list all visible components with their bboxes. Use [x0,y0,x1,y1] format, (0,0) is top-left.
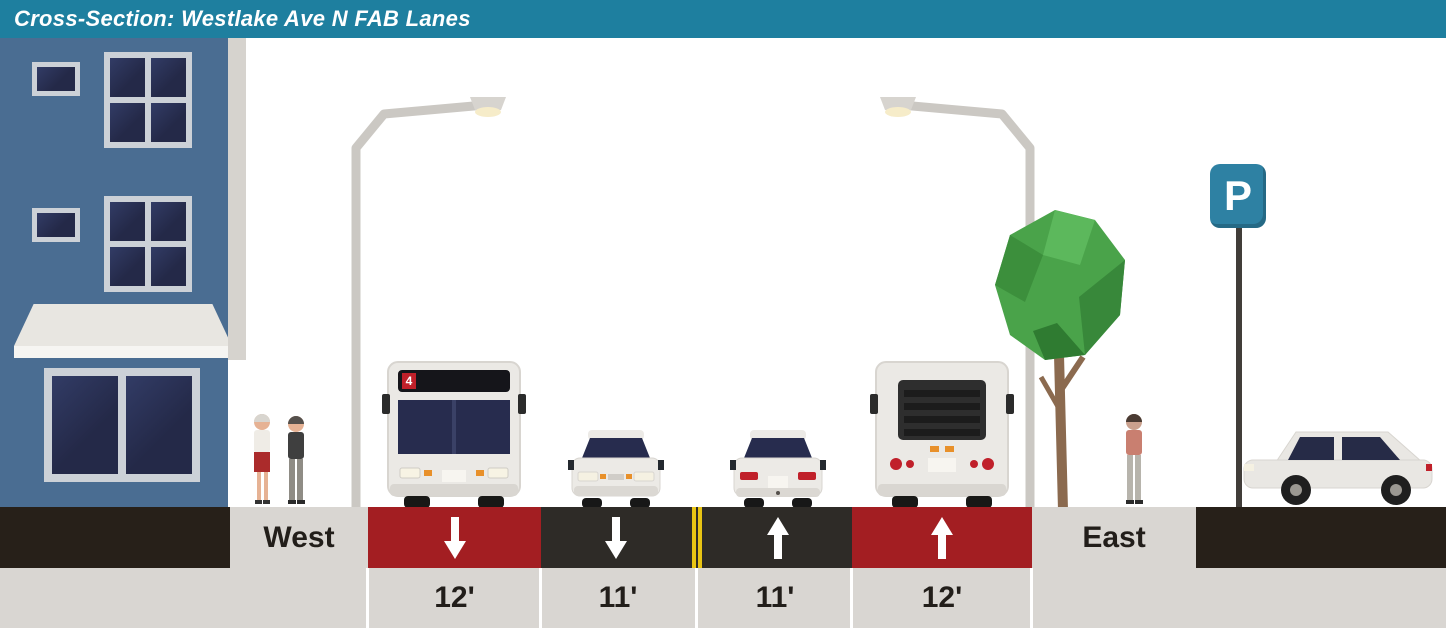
lane-width-label: 12' [434,581,475,614]
measure-divider [850,568,853,628]
bus-lane-northbound [852,507,1032,568]
measure-divider [1030,568,1033,628]
parked-car [1243,431,1433,505]
parked-car-window [1288,437,1334,460]
sidewalk-west: West [230,507,368,568]
measure-divider [539,568,542,628]
up-arrow-icon [931,516,953,559]
ground-left [0,507,230,568]
pedestrian-east [1126,414,1143,504]
building-side-face [228,38,246,360]
parking-sign-letter: P [1223,172,1252,219]
parked-car-window [1342,437,1400,460]
bus-mirror [518,394,526,414]
down-arrow-icon [604,516,627,559]
bus-destination-sign [398,370,510,392]
west-label: West [263,520,335,554]
lamp-head [880,97,916,110]
car-rear [730,430,826,508]
parking-sign-pole [1236,226,1242,507]
building-window [104,52,192,148]
bus-rear [870,361,1014,508]
bus-route-number: 4 [406,374,413,388]
street-lamp-left [351,97,506,510]
tree [995,210,1125,510]
bus-front: 4 [382,361,526,508]
measure-divider [695,568,698,628]
building-window [32,208,80,242]
bus-mirror [382,394,390,414]
lane-width-label: 11' [755,581,795,614]
parking-sign: P [1210,164,1266,228]
measurement-band [0,568,1446,628]
car-rear-window [744,438,812,458]
lamp-glow [885,107,911,117]
pedestrians-west [254,414,305,504]
down-arrow-icon [443,516,466,559]
building-window [32,62,80,96]
building-window [104,196,192,292]
awning [14,304,232,358]
bus-mirror [870,394,878,414]
drive-lane-southbound [541,507,690,568]
sidewalk-east: East [1032,507,1196,568]
lane-width-label: 12' [921,581,963,614]
lamp-glow [475,107,501,117]
double-yellow-center-line [690,507,704,568]
page-title: Cross-Section: Westlake Ave N FAB Lanes [14,6,471,31]
east-label: East [1082,520,1146,554]
drive-lane-northbound [704,507,852,568]
storefront-window [44,368,200,482]
building [0,38,232,507]
parking-road-east [1196,507,1446,568]
bus-mirror [1006,394,1014,414]
car-front [568,430,664,508]
bus-lane-southbound [368,507,541,568]
up-arrow-icon [767,516,789,559]
lamp-head [470,97,506,110]
lane-width-label: 11' [598,581,638,614]
header-bar: Cross-Section: Westlake Ave N FAB Lanes [0,0,1446,38]
car-windshield [582,438,650,458]
measure-divider [366,568,369,628]
